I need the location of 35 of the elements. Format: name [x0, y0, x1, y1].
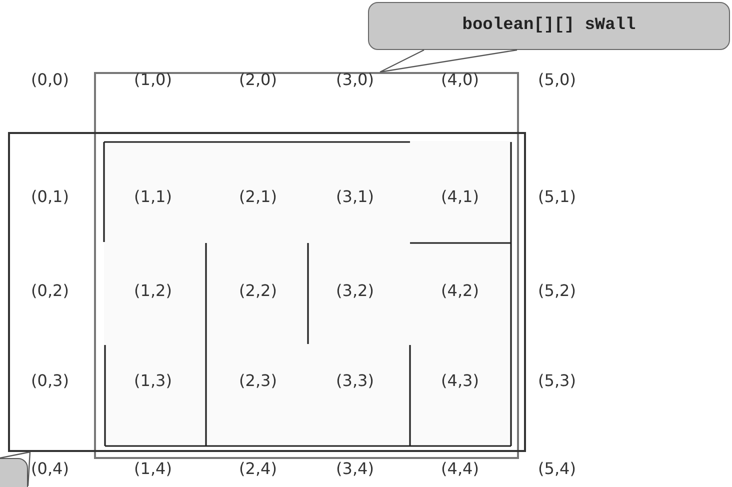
grid-frame: [94, 72, 519, 459]
coordinate-label: (2,3): [239, 373, 277, 389]
coordinate-label: (2,2): [239, 283, 277, 299]
grid-frame: [8, 132, 526, 452]
coordinate-label: (1,3): [134, 373, 172, 389]
coordinate-label: (3,4): [336, 461, 374, 477]
coordinate-label: (2,1): [239, 189, 277, 205]
coordinate-label: (5,1): [538, 189, 576, 205]
callout-text: boolean[][] sWall: [462, 15, 636, 38]
coordinate-label: (1,0): [134, 72, 172, 88]
coordinate-label: (0,4): [31, 461, 69, 477]
coordinate-label: (5,3): [538, 373, 576, 389]
coordinate-label: (4,3): [441, 373, 479, 389]
coordinate-label: (0,0): [31, 72, 69, 88]
coordinate-label: (5,4): [538, 461, 576, 477]
coordinate-label: (0,2): [31, 283, 69, 299]
coordinate-label: (3,2): [336, 283, 374, 299]
callout-tail: [379, 49, 518, 73]
coordinate-label: (3,3): [336, 373, 374, 389]
coordinate-label: (2,0): [239, 72, 277, 88]
coordinate-label: (4,0): [441, 72, 479, 88]
coordinate-label: (3,1): [336, 189, 374, 205]
coordinate-label: (1,2): [134, 283, 172, 299]
coordinate-label: (4,1): [441, 189, 479, 205]
callout-bubble: [368, 2, 730, 50]
coordinate-label: (4,2): [441, 283, 479, 299]
coordinate-label: (0,1): [31, 189, 69, 205]
coordinate-label: (2,4): [239, 461, 277, 477]
coordinate-label: (0,3): [31, 373, 69, 389]
coordinate-label: (1,4): [134, 461, 172, 477]
coordinate-label: (4,4): [441, 461, 479, 477]
coordinate-label: (3,0): [336, 72, 374, 88]
coordinate-label: (1,1): [134, 189, 172, 205]
coordinate-label: (5,2): [538, 283, 576, 299]
coordinate-label: (5,0): [538, 72, 576, 88]
